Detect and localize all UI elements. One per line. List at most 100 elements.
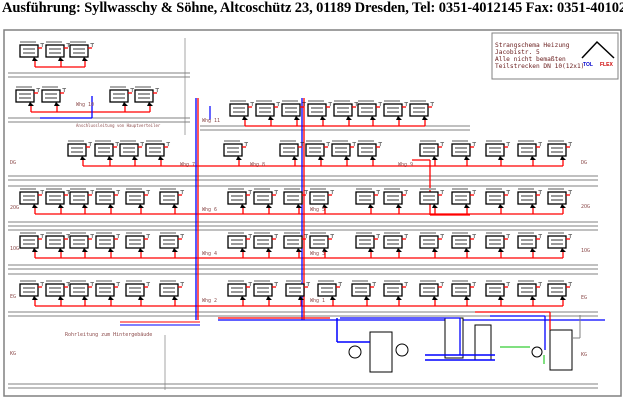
radiator-label xyxy=(455,195,467,197)
radiator: ⊤ xyxy=(283,188,309,208)
radiator-label xyxy=(163,199,175,201)
radiator-tag xyxy=(356,232,372,234)
radiator-body xyxy=(485,191,505,205)
radiator-body xyxy=(19,191,39,205)
radiator-tag xyxy=(228,188,244,190)
lockshield-icon xyxy=(370,116,376,120)
radiator: ⊤ xyxy=(229,100,255,120)
radiator-tag xyxy=(384,280,400,282)
radiator-label xyxy=(123,147,135,149)
radiator-label xyxy=(313,195,325,197)
floor-label-kg-left: KG xyxy=(10,351,16,357)
radiator-body xyxy=(331,143,351,157)
radiator-body xyxy=(547,283,567,297)
radiator-label xyxy=(163,195,175,197)
radiator: ⊤ xyxy=(45,188,71,208)
radiator-label xyxy=(231,199,243,201)
title-line-2: Jacobistr. 5 xyxy=(495,49,540,56)
radiator-body xyxy=(279,143,299,157)
radiator: ⊤ xyxy=(357,140,383,160)
floor-label-dg-left: DG xyxy=(10,160,16,166)
radiator-body xyxy=(45,44,65,58)
radiator-tag xyxy=(452,280,468,282)
radiator-label xyxy=(387,107,399,109)
lockshield-icon xyxy=(32,248,38,252)
thermostat-valve-icon: ⊤ xyxy=(538,190,543,196)
floor-label-eg-left: EG xyxy=(10,294,16,300)
lockshield-icon xyxy=(266,296,272,300)
radiator-label xyxy=(49,48,61,50)
thermostat-valve-icon: ⊤ xyxy=(440,282,445,288)
radiator-body xyxy=(45,191,65,205)
lockshield-icon xyxy=(322,248,328,252)
radiator: ⊤ xyxy=(309,188,335,208)
radiator-label xyxy=(129,195,141,197)
radiator-label xyxy=(49,195,61,197)
lockshield-icon xyxy=(396,296,402,300)
thermostat-valve-icon: ⊤ xyxy=(90,43,95,49)
radiator-label xyxy=(23,52,35,54)
radiator-body xyxy=(69,44,89,58)
radiator-label xyxy=(455,287,467,289)
lockshield-icon xyxy=(122,102,128,106)
radiator-tag xyxy=(452,232,468,234)
radiator-label xyxy=(311,107,323,109)
radiator: ⊤ xyxy=(95,280,121,300)
radiator-label xyxy=(551,239,563,241)
thermostat-valve-icon: ⊤ xyxy=(116,190,121,196)
radiator-tag xyxy=(20,232,36,234)
thermostat-valve-icon: ⊤ xyxy=(352,142,357,148)
radiator-label xyxy=(257,291,269,293)
lockshield-icon xyxy=(464,156,470,160)
apartment-label: Whg 11 xyxy=(202,118,220,124)
radiator: ⊤ xyxy=(517,280,543,300)
radiator-label xyxy=(551,243,563,245)
thermostat-valve-icon: ⊤ xyxy=(248,234,253,240)
radiator: ⊤ xyxy=(69,232,95,252)
radiator-label xyxy=(521,147,533,149)
radiator-body xyxy=(125,191,145,205)
radiator: ⊤ xyxy=(67,140,93,160)
radiator-tag xyxy=(332,140,348,142)
radiator-label xyxy=(113,97,125,99)
radiator-label xyxy=(149,151,161,153)
thermostat-valve-icon: ⊤ xyxy=(90,282,95,288)
radiator: ⊤ xyxy=(283,232,309,252)
radiator-body xyxy=(305,143,325,157)
radiator-tag xyxy=(46,280,62,282)
floor-label-dg-right: DG xyxy=(581,160,587,166)
lockshield-icon xyxy=(560,296,566,300)
radiator-tag xyxy=(96,188,112,190)
radiator: ⊤ xyxy=(307,100,333,120)
lockshield-icon xyxy=(266,248,272,252)
radiator-label xyxy=(49,52,61,54)
radiator-body xyxy=(383,283,403,297)
radiator-body xyxy=(485,235,505,249)
radiator-body xyxy=(95,283,115,297)
lockshield-icon xyxy=(344,156,350,160)
radiator-label xyxy=(99,239,111,241)
radiator-label xyxy=(355,287,367,289)
radiator-tag xyxy=(146,140,162,142)
radiator-tag xyxy=(68,140,84,142)
radiator-label xyxy=(289,291,301,293)
radiator: ⊤ xyxy=(547,188,573,208)
radiator-body xyxy=(285,283,305,297)
thermostat-valve-icon: ⊤ xyxy=(140,142,145,148)
radiator-label xyxy=(287,199,299,201)
radiator-label xyxy=(321,291,333,293)
lockshield-icon xyxy=(498,156,504,160)
radiator-tag xyxy=(126,232,142,234)
radiator-body xyxy=(357,103,377,117)
radiator-body xyxy=(383,103,403,117)
radiator-label xyxy=(257,287,269,289)
radiator: ⊤ xyxy=(125,188,151,208)
lockshield-icon xyxy=(294,116,300,120)
lockshield-icon xyxy=(396,116,402,120)
radiator-label xyxy=(149,147,161,149)
radiator-label xyxy=(259,111,271,113)
radiator-label xyxy=(423,291,435,293)
radiator-label xyxy=(387,243,399,245)
radiator-label xyxy=(71,147,83,149)
